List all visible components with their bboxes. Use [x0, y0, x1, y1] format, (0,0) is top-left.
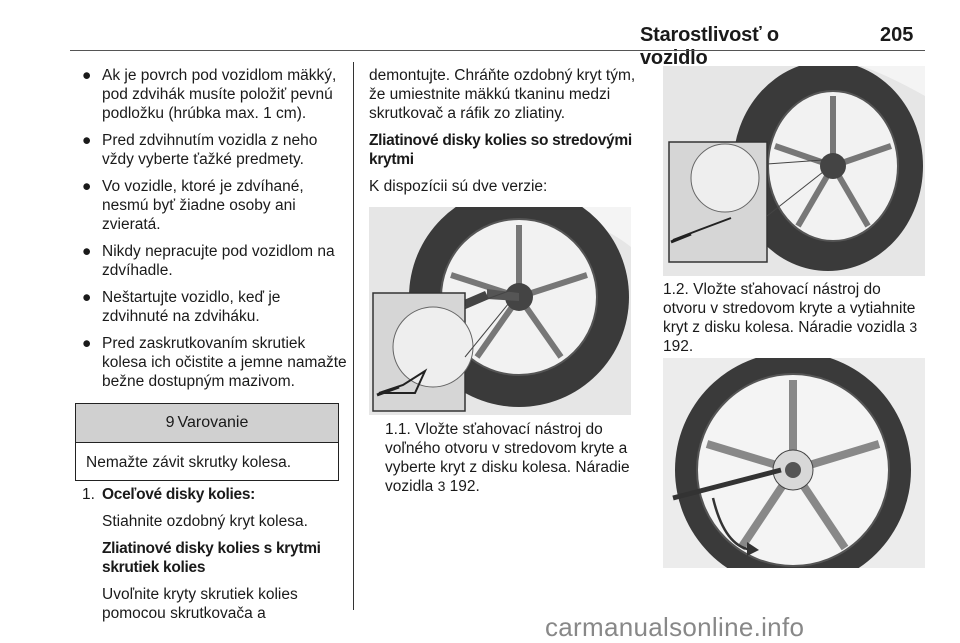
figure-2-caption: 1.2. Vložte sťahovací nástroj do otvoru …	[663, 280, 925, 356]
bullet-icon: ●	[82, 67, 92, 84]
figure-wheel-2	[663, 66, 925, 276]
figure-1-caption: 1.1. Vložte sťahovací nástroj do voľného…	[385, 420, 637, 496]
header-rule	[70, 50, 925, 51]
list-item-text: Pred zaskrutkovaním skrutiek kolesa ich …	[102, 335, 347, 390]
reference-arrow-icon: 3	[909, 319, 918, 335]
bullet-icon: ●	[82, 132, 92, 149]
caption-text: 1.2. Vložte sťahovací nástroj do otvoru …	[663, 281, 916, 336]
step-subtext: Uvoľnite kryty skrutiek kolies pomocou s…	[102, 586, 298, 622]
figure-wheel-3	[663, 358, 925, 568]
list-item: ● Vo vozidle, ktoré je zdvíhané, nesmú by…	[82, 177, 347, 234]
bullet-icon: ●	[82, 178, 92, 195]
intro-text: K dispozícii sú dve verzie:	[369, 178, 548, 195]
step-1: 1. Oceľové disky kolies: Stiahnite ozdob…	[82, 485, 347, 623]
bullet-icon: ●	[82, 335, 92, 352]
list-item: ● Ak je povrch pod vozidlom mäkký, pod zd…	[82, 66, 347, 123]
page-number: 205	[880, 24, 914, 46]
warning-text: Nemažte závit skrutky kolesa.	[86, 454, 292, 471]
column-divider	[353, 62, 354, 610]
bullet-icon: ●	[82, 243, 92, 260]
step-heading: Oceľové disky kolies:	[102, 486, 256, 503]
list-item-text: Nikdy nepracujte pod vozidlom na zdvíhad…	[102, 243, 335, 279]
list-item: ● Pred zaskrutkovaním skrutiek kolesa ich…	[82, 334, 347, 391]
list-item: ● Nikdy nepracujte pod vozidlom na zdvíha…	[82, 242, 347, 280]
list-item-text: Ak je povrch pod vozidlom mäkký, pod zdv…	[102, 67, 337, 122]
list-item-text: Vo vozidle, ktoré je zdvíhané, nesmú byť…	[102, 178, 304, 233]
step-subheading: Zliatinové disky kolies s krytmi skrutie…	[102, 540, 321, 576]
caption-text: 1.1. Vložte sťahovací nástroj do voľného…	[385, 421, 630, 495]
warning-title: Varovanie	[177, 414, 249, 431]
section-heading: Zliatinové disky kolies so stredovými kr…	[369, 132, 632, 168]
list-item-text: Neštartujte vozidlo, keď je zdvihnuté na…	[102, 289, 281, 325]
list-item-text: Pred zdvihnutím vozidla z neho vždy vybe…	[102, 132, 318, 168]
reference-page: 192.	[449, 478, 480, 495]
step-row: 1. Oceľové disky kolies: Stiahnite ozdob…	[82, 485, 347, 623]
watermark: carmanualsonline.info	[545, 612, 805, 642]
continuation-text: demontujte. Chráňte ozdobný kryt tým, že…	[369, 67, 636, 122]
column-1: ● Ak je povrch pod vozidlom mäkký, pod zd…	[82, 66, 347, 399]
reference-arrow-icon: 3	[437, 478, 446, 494]
list-item: ● Pred zdvihnutím vozidla z neho vždy vyb…	[82, 131, 347, 169]
figure-wheel-1	[369, 207, 631, 415]
step-text: Stiahnite ozdobný kryt kolesa.	[102, 513, 308, 530]
warning-header: 9 Varovanie	[76, 404, 338, 443]
wheel-illustration-2	[663, 66, 925, 276]
reference-page: 192.	[663, 338, 694, 355]
wheel-illustration-1	[369, 207, 631, 415]
column-2: demontujte. Chráňte ozdobný kryt tým, že…	[369, 66, 637, 196]
step-number: 1.	[82, 486, 95, 503]
wheel-illustration-3	[663, 358, 925, 568]
list-item: ● Neštartujte vozidlo, keď je zdvihnuté n…	[82, 288, 347, 326]
page-header-title: Starostlivosť o vozidlo	[640, 24, 779, 69]
bullet-icon: ●	[82, 289, 92, 306]
warning-box: 9 Varovanie Nemažte závit skrutky kolesa…	[75, 403, 339, 481]
warning-icon: 9	[165, 414, 175, 431]
